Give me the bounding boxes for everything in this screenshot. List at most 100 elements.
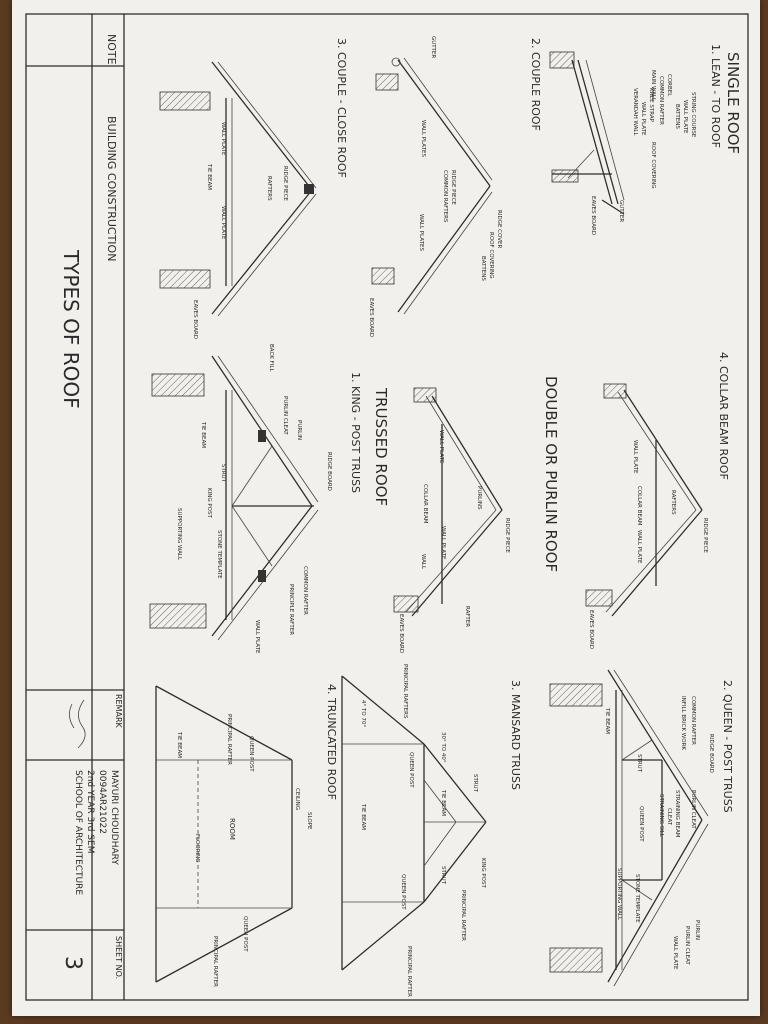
king-post-label: PRINCIPLE RAFTER: [288, 584, 294, 635]
king-post-label: PURLIN CLEAT: [282, 396, 288, 435]
purlin-label: WALL PLATE: [438, 430, 444, 464]
mansard-label: TIE BEAM: [360, 803, 366, 830]
drawing-canvas: NOTE BUILDING CONSTRUCTION TYPES OF ROOF…: [25, 13, 749, 1001]
collar-beam-label: RIDGE PIECE: [702, 518, 708, 553]
queen-post-label: RIDGE BOARD: [708, 734, 714, 773]
lean-to-label: KNEE STRAP: [648, 88, 654, 123]
student-name: MAYURI CHOUDHARY: [109, 770, 119, 865]
lean-to-label: COMMON RAFTER: [658, 76, 664, 125]
lean-to-label: VERANDAH WALL: [632, 88, 638, 136]
mansard-label: STRUT: [472, 774, 478, 793]
king-post-label: COMMON RAFTER: [302, 566, 308, 615]
queen-post-label: STONE TEMPLATE: [634, 874, 640, 923]
couple-label: EAVES BOARD: [368, 298, 374, 337]
couple-close-label: RIDGE PIECE: [282, 166, 288, 201]
drawing-title: TYPES OF ROOF: [59, 249, 83, 409]
queen-post-label: WALL PLATE: [672, 936, 678, 970]
collar-beam-label: COLLAR BEAM: [636, 486, 642, 526]
couple-close-heading: 3. COUPLE - CLOSE ROOF: [335, 38, 348, 178]
couple-close-roof-diagram: [159, 61, 317, 317]
couple-label: WALL PLATES: [420, 120, 426, 157]
queen-post-label: CLEAT: [666, 808, 672, 826]
note-label: NOTE: [105, 34, 118, 65]
lean-to-label: BATTENS: [674, 104, 680, 129]
collar-beam-roof-diagram: [585, 383, 703, 617]
couple-roof-diagram: [371, 57, 493, 315]
purlin-label: RAFTER: [464, 606, 470, 627]
queen-post-label: SUPPORTING WALL: [616, 868, 622, 921]
lean-to-label: CORBEL: [666, 74, 672, 97]
purlin-label: RIDGE PIECE: [504, 518, 510, 553]
mansard-label: KING POST: [480, 858, 486, 888]
collar-beam-label: WALL PLATE: [636, 530, 642, 564]
couple-heading: 2. COUPLE ROOF: [529, 38, 542, 131]
mansard-label: QUEEN POST: [400, 874, 406, 910]
student-school: SCHOOL OF ARCHITECTURE: [73, 770, 83, 895]
signature: [69, 699, 86, 749]
couple-label: WALL PLATES: [418, 214, 424, 251]
purlin-roof-diagram: [393, 387, 503, 617]
couple-close-label: RAFTERS: [266, 176, 272, 201]
queen-post-label: INFILL BRICK WORK: [680, 696, 686, 750]
collar-beam-label: EAVES BOARD: [588, 610, 594, 649]
king-post-label: KING POST: [206, 488, 212, 518]
couple-close-label: TIE BEAM: [206, 163, 212, 190]
title-strip: [26, 14, 125, 1000]
queen-post-label: PURLIN CLEAT: [684, 926, 690, 965]
queen-post-label: TIE BEAM: [604, 707, 610, 734]
purlin-label: EAVES BOARD: [398, 614, 404, 653]
lean-to-label: STRING COURSE: [690, 92, 696, 138]
couple-label: ROOF COVERING: [488, 232, 494, 279]
king-post-label: STRUT: [220, 464, 226, 483]
king-post-heading: 1. KING - POST TRUSS: [349, 372, 362, 493]
king-post-label: RIDGE BOARD: [326, 452, 332, 491]
mansard-label: QUEEN POST: [408, 752, 414, 788]
queen-post-label: STRAINING SILL: [658, 794, 664, 838]
lean-to-label: WALL PLATE: [682, 100, 688, 134]
mansard-label: 30° TO 40°: [440, 732, 446, 763]
truncated-label: QUEEN POST: [242, 916, 248, 952]
sheet-number: 3: [60, 956, 85, 970]
mansard-heading: 3. MANSARD TRUSS: [509, 680, 522, 790]
purlin-label: WALL: [420, 554, 426, 570]
lean-to-label: GUTTER: [618, 200, 624, 222]
truncated-label: SLOPE: [306, 812, 312, 830]
couple-close-label: WALL PLATE: [220, 206, 226, 240]
lean-to-label: WALL PLATE: [640, 102, 646, 136]
truncated-label: FLOORING: [194, 834, 200, 863]
queen-post-truss-diagram: [549, 669, 709, 987]
truncated-heading: 4. TRUNCATED ROOF: [325, 684, 338, 800]
queen-post-label: QUEEN POST: [638, 806, 644, 842]
king-post-label: STONE TEMPLATE: [216, 530, 222, 579]
queen-post-label: COMMON RAFTER: [690, 696, 696, 745]
remark-label: REMARK: [114, 694, 123, 729]
mansard-label: STRUT: [440, 866, 446, 885]
double-roof-title: DOUBLE OR PURLIN ROOF: [542, 376, 560, 572]
collar-beam-label: RAFTERS: [670, 490, 676, 515]
king-post-label: PURLIN: [296, 420, 302, 440]
drawing-sheet: NOTE BUILDING CONSTRUCTION TYPES OF ROOF…: [12, 0, 760, 1016]
mansard-label: 4° TO 70°: [360, 700, 366, 727]
mansard-truss-diagram: [341, 675, 487, 971]
lean-to-label: MAIN WALL: [650, 70, 656, 102]
trussed-roof-title: TRUSSED ROOF: [372, 387, 390, 506]
lean-to-label: ROOF COVERING: [650, 142, 656, 189]
lean-to-heading: 1. LEAN - TO ROOF: [709, 44, 722, 148]
collar-beam-label: WALL PLATE: [632, 440, 638, 474]
queen-post-heading: 2. QUEEN - POST TRUSS: [721, 680, 734, 813]
mansard-label: PRINCIPAL RAFTERS: [402, 664, 408, 719]
mansard-label: TIE BEAM: [440, 789, 446, 816]
king-post-truss-diagram: [149, 355, 319, 641]
sheet-border: [25, 13, 749, 1001]
couple-label: RIDGE COVER: [496, 210, 502, 248]
truncated-label: CEILING: [294, 788, 300, 810]
truncated-label: TIE BEAM: [176, 731, 182, 758]
truncated-label: PRINCIPAL RAFTER: [226, 714, 232, 765]
king-post-label: WALL PLATE: [254, 620, 260, 654]
purlin-label: WALL PLATE: [440, 526, 446, 560]
mansard-label: PRINCIPAL RAFTER: [460, 890, 466, 941]
king-post-label: TIE BEAM: [200, 421, 206, 448]
queen-post-label: STRUT: [636, 754, 642, 773]
lean-to-roof-diagram: [549, 51, 625, 215]
single-roof-title: SINGLE ROOF: [724, 52, 742, 154]
